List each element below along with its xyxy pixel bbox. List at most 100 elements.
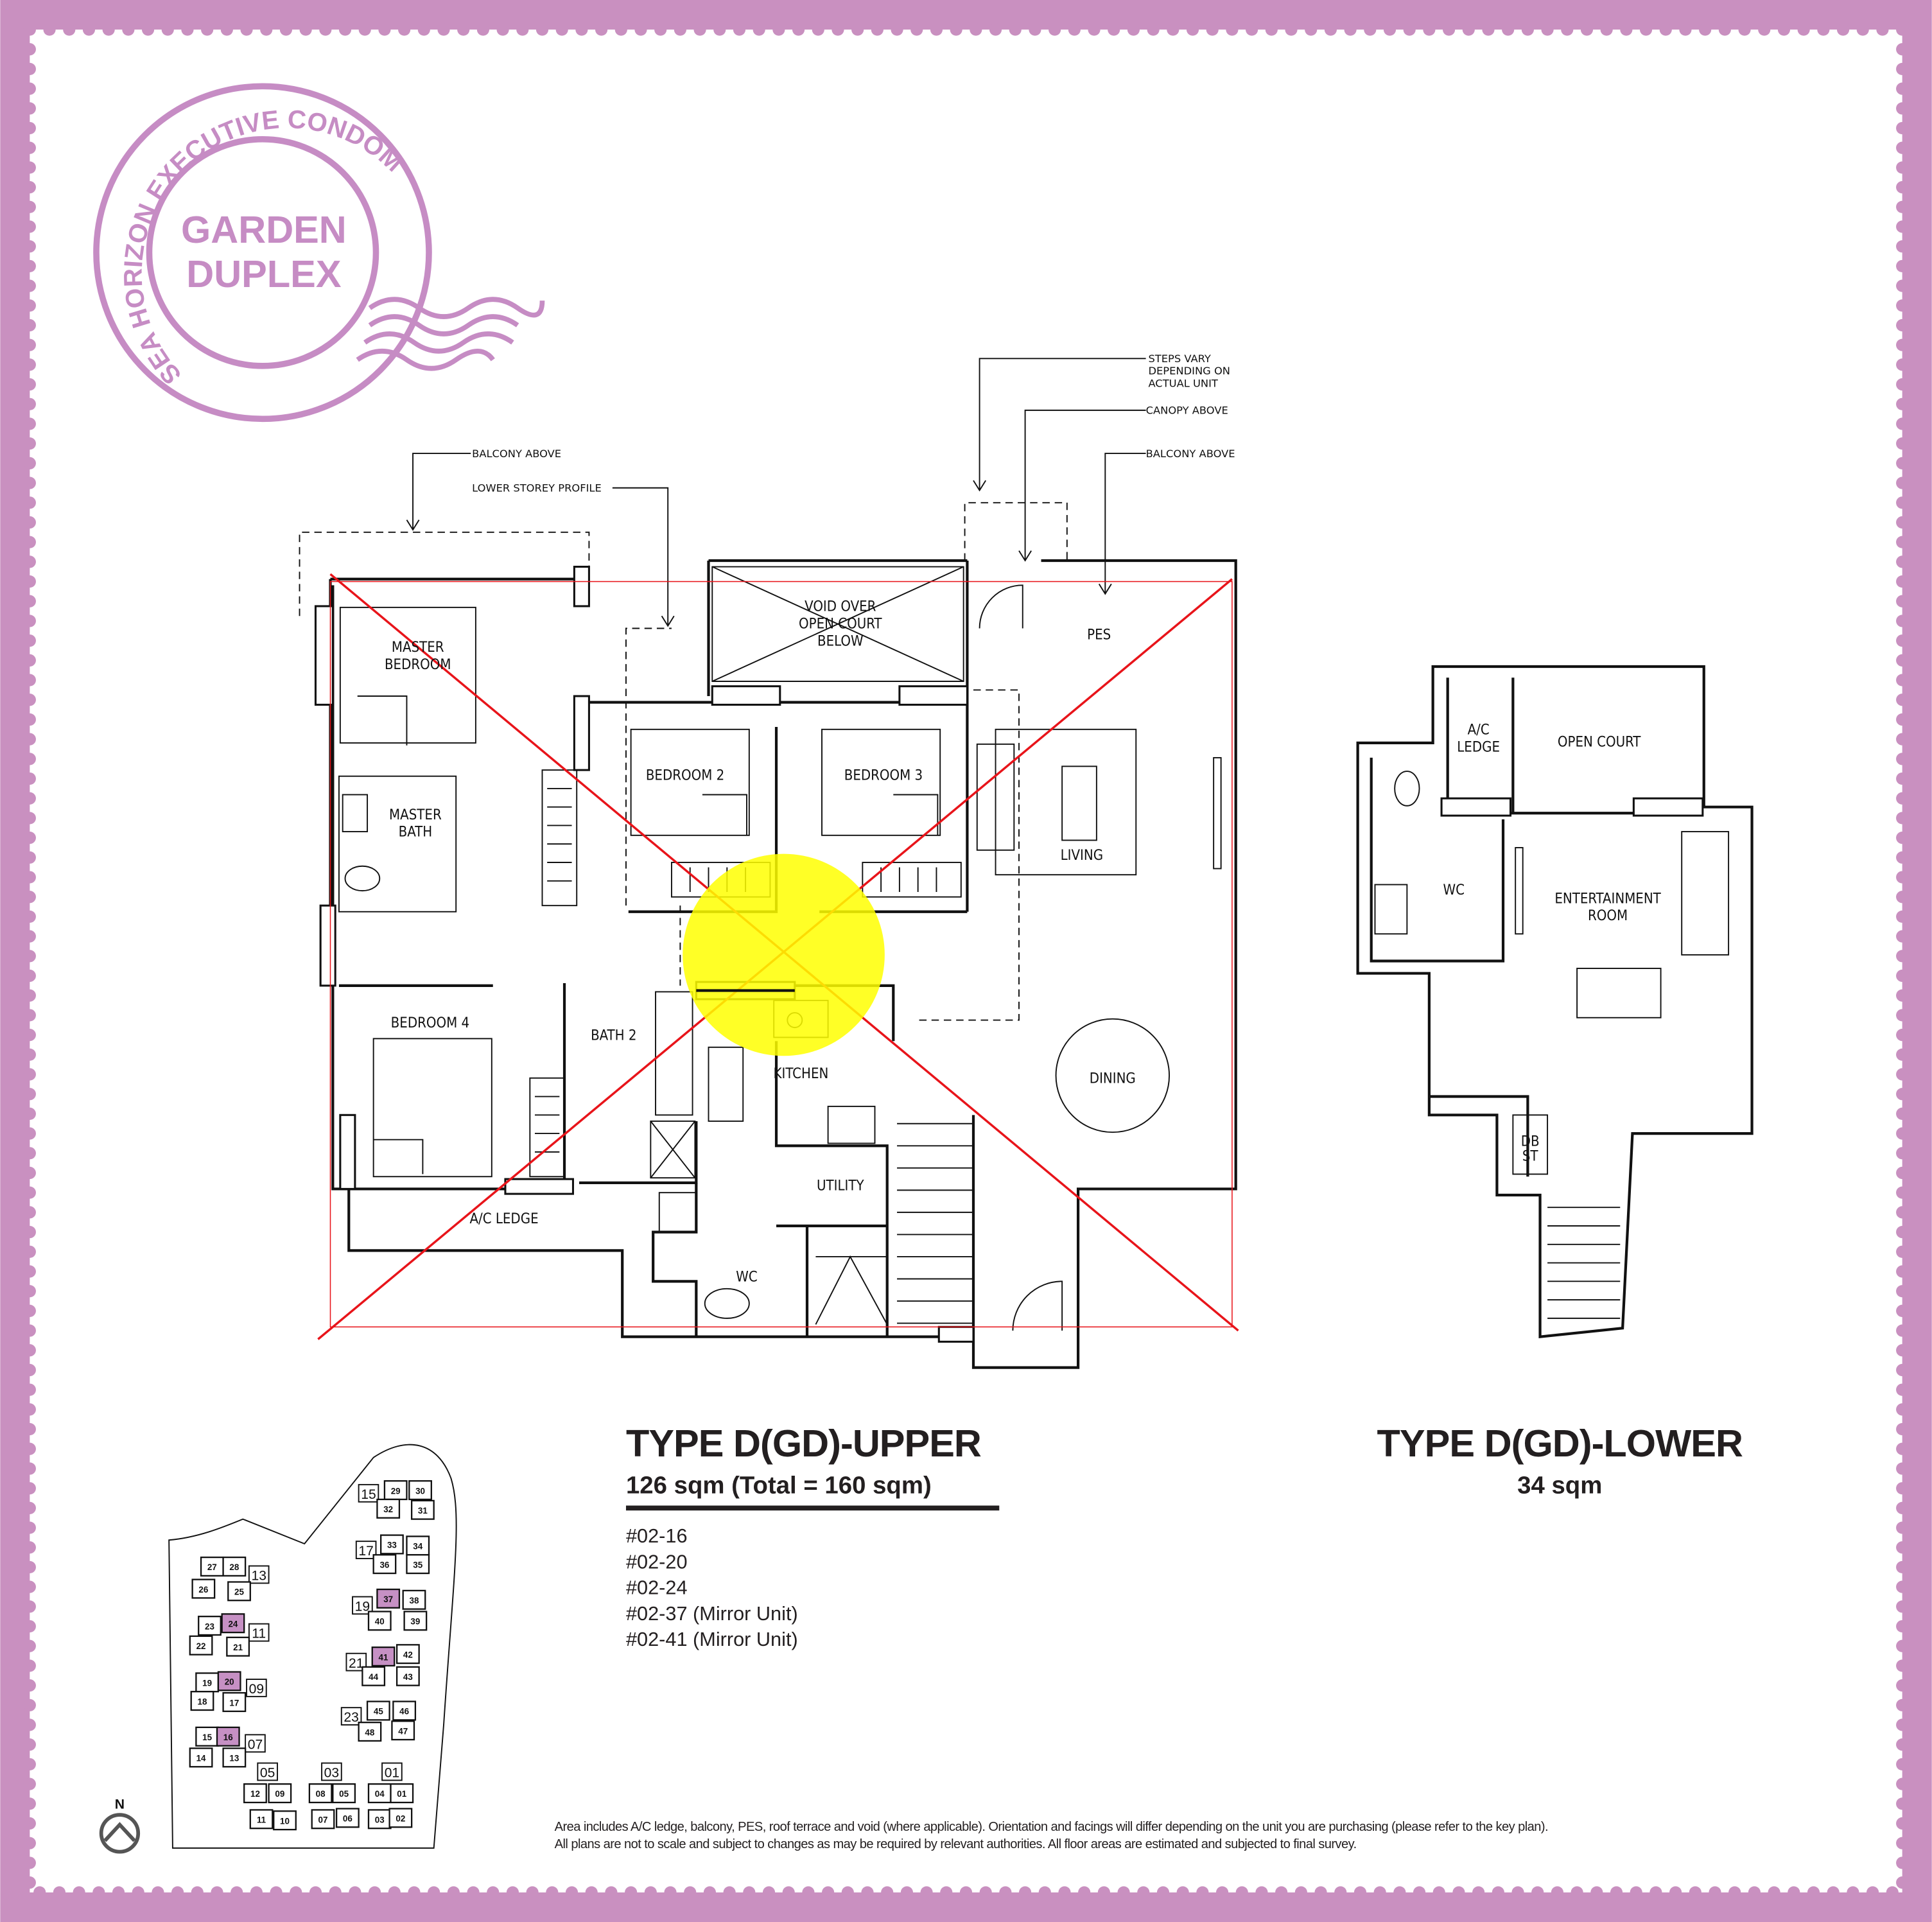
unit-shape [392, 1700, 417, 1721]
block-label-box [321, 1762, 342, 1781]
room-label-void: VOID OVER [805, 599, 876, 615]
room-label-void: BELOW [817, 633, 864, 649]
unit-number-label: 11 [257, 1815, 266, 1825]
unit-shape [383, 1480, 408, 1501]
unit-number-label: 20 [225, 1677, 234, 1687]
unit-shape [189, 1635, 213, 1656]
unit-number-label: 30 [415, 1486, 425, 1496]
unit-number-label: 36 [379, 1560, 389, 1569]
unit-number-label: 01 [397, 1789, 406, 1799]
unit-shape [222, 1691, 247, 1713]
unit-shape [332, 1783, 356, 1804]
unit-shape [268, 1783, 292, 1804]
unit-number-label: 24 [228, 1619, 238, 1629]
unit-number-label: 46 [399, 1707, 409, 1717]
unit-shape [222, 1747, 247, 1768]
unit-number-label: 03 [375, 1815, 385, 1825]
unit-number-label: 28 [229, 1562, 239, 1572]
highlighted-unit-shape [216, 1726, 240, 1747]
unit-number-label: 16 [223, 1733, 233, 1742]
unit-number-label: 23 [205, 1621, 214, 1631]
block-label-box [340, 1707, 362, 1725]
unit-shape [335, 1808, 360, 1828]
upper-plan-title: TYPE D(GD)-UPPER [626, 1422, 981, 1465]
block-label: 17 [358, 1544, 373, 1559]
block-label-box [248, 1565, 270, 1584]
block-label-box [381, 1762, 403, 1781]
room-label-ac-ledge: LEDGE [1457, 739, 1500, 755]
unit-number-label: 07 [318, 1815, 328, 1825]
site-boundary [168, 1444, 457, 1849]
yellow-marker-dot [683, 853, 885, 1056]
unit-shape [402, 1589, 426, 1610]
unit-shape [308, 1783, 333, 1804]
unit-shape [396, 1666, 420, 1686]
highlighted-unit-shape [221, 1613, 245, 1634]
room-label-void: OPEN COURT [799, 616, 882, 632]
unit-number-label: 42 [403, 1650, 413, 1659]
unit-number-label: 08 [316, 1789, 326, 1799]
unit-number-label: 35 [413, 1560, 422, 1569]
unit-number-label: 39 [410, 1617, 420, 1627]
room-label-bedroom-4: BEDROOM 4 [391, 1015, 469, 1031]
unit-shape [367, 1783, 392, 1804]
unit-shape [226, 1636, 250, 1657]
block-label: 19 [355, 1600, 370, 1614]
unit-number-label: 33 [387, 1541, 397, 1550]
unit-shape [190, 1691, 214, 1711]
room-label-ac-ledge: A/C [1468, 722, 1490, 738]
lower-plan-title: TYPE D(GD)-LOWER [1377, 1422, 1743, 1465]
room-label-utility: UTILITY [817, 1178, 864, 1194]
block-label-box [248, 1623, 270, 1642]
unit-number-label: 18 [198, 1697, 207, 1706]
room-label-entertainment-room: ENTERTAINMENT [1554, 891, 1661, 907]
room-label-wc: WC [1443, 882, 1465, 898]
unit-number-label: 09 [275, 1789, 284, 1799]
unit-shape [358, 1722, 382, 1742]
room-label-bath-2: BATH 2 [591, 1027, 636, 1044]
lower-floor-plan: A/C LEDGE OPEN COURT WC ENTERTAINMENT RO… [1356, 665, 1754, 1339]
room-label-master-bath: MASTER [389, 807, 442, 823]
unit-number-label: 40 [375, 1617, 385, 1627]
unit-number-label: 31 [418, 1506, 428, 1516]
stamp-wave-lines-icon [356, 297, 545, 371]
annotation-balcony-above: BALCONY ABOVE [472, 448, 561, 460]
unit-shape [243, 1783, 267, 1804]
room-label-pes: PES [1087, 627, 1111, 643]
annotation-lower-storey-profile: LOWER STOREY PROFILE [472, 482, 602, 494]
unit-number-label: 25 [234, 1587, 244, 1597]
block-label: 05 [260, 1766, 275, 1781]
unit-number-label: 44 [369, 1672, 378, 1682]
unit-shape [191, 1578, 216, 1599]
unit-shape [380, 1534, 404, 1555]
block-label-box [358, 1483, 379, 1503]
unit-shape [249, 1809, 274, 1830]
unit-number-label: 15 [202, 1733, 212, 1742]
room-label-master-bedroom: MASTER [392, 640, 444, 656]
block-label: 07 [248, 1737, 263, 1752]
room-label-kitchen: KITCHEN [774, 1066, 829, 1082]
unit-number-label: 13 [229, 1754, 239, 1763]
unit-shape [403, 1611, 428, 1631]
unit-shape [367, 1611, 392, 1631]
block-label: 01 [385, 1766, 399, 1781]
room-label-ac-ledge: A/C LEDGE [469, 1211, 538, 1227]
perforation-edge [23, 23, 1909, 1899]
page-area [30, 30, 1902, 1892]
unit-number-label: 34 [413, 1542, 422, 1551]
unit-number: #02-24 [626, 1577, 688, 1599]
unit-shape [406, 1535, 430, 1556]
block-label: 21 [349, 1656, 363, 1671]
unit-number-label: 21 [233, 1643, 243, 1652]
block-label: 03 [324, 1766, 339, 1781]
room-label-master-bath: BATH [399, 825, 433, 841]
unit-shape [366, 1700, 390, 1721]
footnote-line-2: All plans are not to scale and subject t… [555, 1837, 1357, 1851]
unit-number-label: 48 [365, 1727, 374, 1737]
